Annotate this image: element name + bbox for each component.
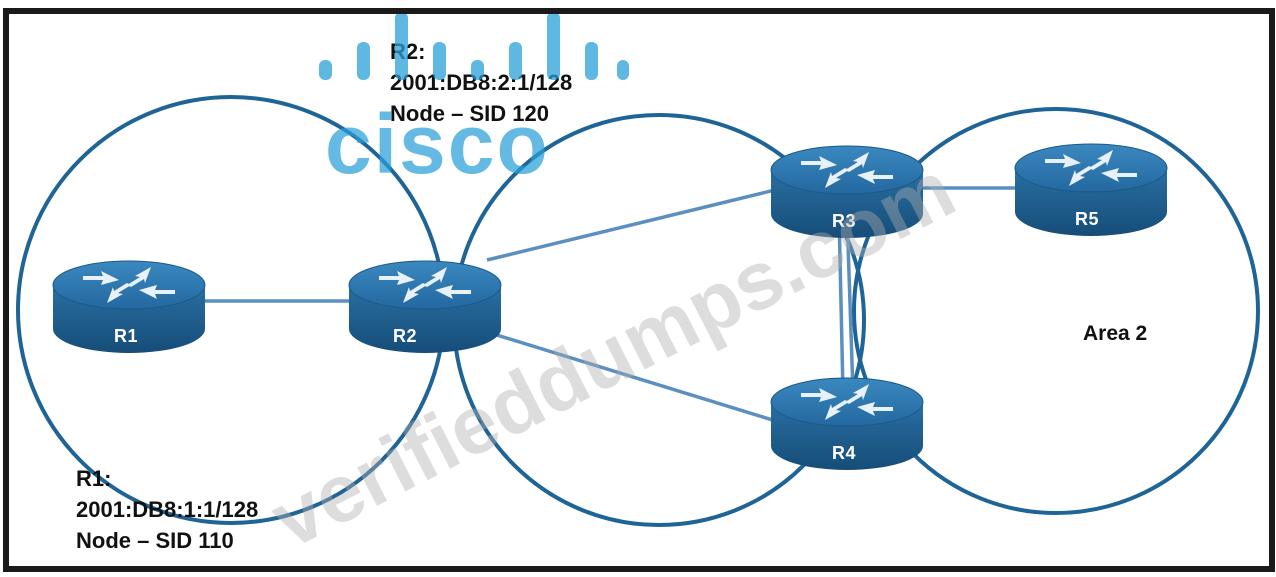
router-r5-label: R5: [1075, 209, 1100, 229]
area-2-label: Area 2: [1083, 322, 1148, 345]
diagram-frame: R1 R2 R3 R4 R5 Area 2 R2: 2001:DB8:2:1/1…: [3, 8, 1275, 572]
r2-info-address: 2001:DB8:2:1/128: [390, 70, 573, 95]
r1-info-name: R1:: [76, 466, 112, 491]
area-circle-area2: [852, 107, 1260, 515]
link-r3-r4-a: [837, 213, 845, 393]
r2-info-name: R2:: [390, 39, 426, 64]
r2-info-block: R2: 2001:DB8:2:1/128 Node – SID 120: [390, 36, 572, 129]
router-r2-label: R2: [393, 326, 418, 346]
router-r1-label: R1: [114, 326, 139, 346]
r1-info-block: R1: 2001:DB8:1:1/128 Node – SID 110: [76, 463, 258, 556]
router-r2-icon[interactable]: [348, 260, 502, 354]
router-r3-label: R3: [832, 211, 857, 231]
r1-info-address: 2001:DB8:1:1/128: [76, 497, 259, 522]
router-r4-label: R4: [832, 443, 857, 463]
link-r2-r3: [486, 187, 780, 262]
link-r3-r4-b: [845, 213, 855, 393]
r1-info-sid: Node – SID 110: [76, 528, 234, 553]
r2-info-sid: Node – SID 120: [390, 101, 549, 126]
topology-diagram: [16, 95, 1260, 527]
link-r2-r4: [486, 330, 780, 424]
